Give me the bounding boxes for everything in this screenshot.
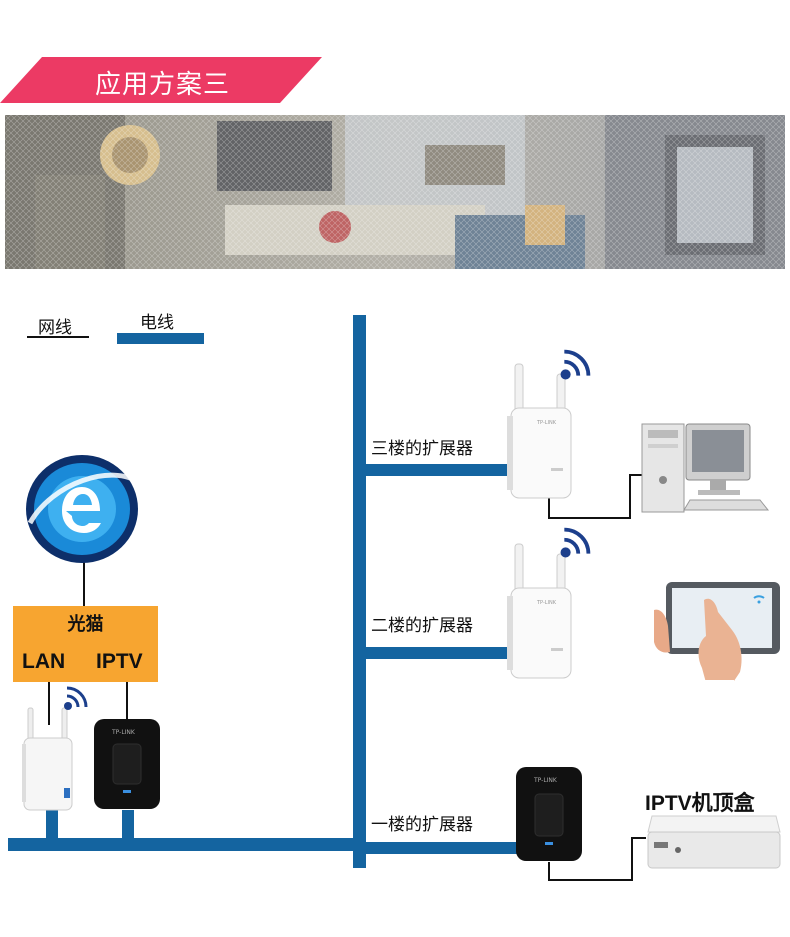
- iptv-set-top-box-icon: [647, 815, 781, 869]
- wifi-signal-icon: [64, 686, 88, 710]
- black-powerline-adapter-base: [94, 719, 160, 809]
- cable-third-floor-pc: [548, 474, 642, 519]
- brand-logo-first-floor: TP-LINK: [534, 777, 557, 784]
- power-line-third-floor: [359, 464, 519, 476]
- power-line-first-floor: [359, 842, 529, 854]
- banner-title: 应用方案三: [95, 70, 231, 100]
- label-first-floor-extender: 一楼的扩展器: [369, 810, 475, 835]
- desktop-computer-icon: [641, 423, 770, 513]
- power-line-drop-wifi: [46, 810, 58, 840]
- banner-ribbon: [0, 57, 322, 103]
- set-top-box-label: IPTV机顶盒: [645, 792, 755, 815]
- living-room-photo: [5, 115, 785, 269]
- modem-port-lan: LAN: [22, 650, 66, 673]
- brand-logo-second-floor: TP-LINK: [537, 600, 557, 606]
- power-line-drop-iptv: [122, 810, 134, 840]
- brand-logo-base: TP-LINK: [112, 729, 135, 736]
- legend-network-cable-swatch: [27, 336, 89, 338]
- optical-modem: 光猫 LAN IPTV: [13, 606, 158, 682]
- internet-explorer-icon: [26, 455, 142, 563]
- second-floor-wifi-extender: [507, 543, 572, 679]
- tablet-icon: [654, 582, 780, 692]
- third-floor-wifi-extender: [507, 363, 572, 499]
- legend-network-cable-label: 网线: [38, 318, 72, 338]
- cable-first-floor-stb: [548, 837, 646, 881]
- modem-title: 光猫: [67, 614, 104, 635]
- power-line-riser: [353, 315, 366, 868]
- first-floor-powerline-adapter: [516, 767, 582, 861]
- wifi-powerline-adapter-base: [22, 707, 73, 811]
- legend-power-line-swatch: [117, 333, 204, 344]
- brand-logo-third-floor: TP-LINK: [537, 420, 557, 426]
- modem-port-iptv: IPTV: [96, 650, 143, 673]
- legend-power-line-label: 电线: [140, 313, 174, 333]
- label-third-floor-extender: 三楼的扩展器: [369, 434, 475, 459]
- power-line-second-floor: [359, 647, 529, 659]
- label-second-floor-extender: 二楼的扩展器: [369, 611, 475, 636]
- power-line-ground-floor: [8, 838, 359, 851]
- wifi-signal-icon: [560, 527, 591, 558]
- wifi-signal-icon: [560, 349, 591, 380]
